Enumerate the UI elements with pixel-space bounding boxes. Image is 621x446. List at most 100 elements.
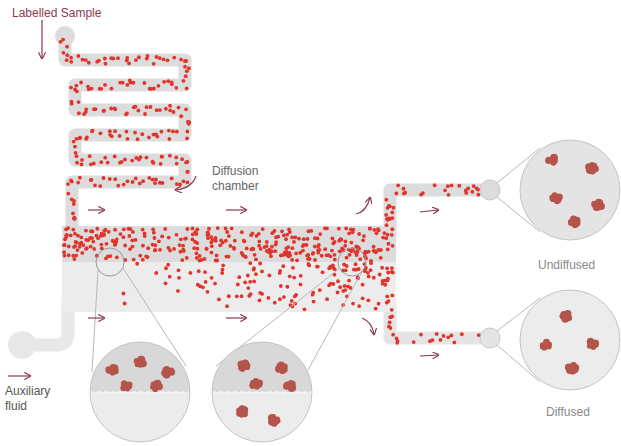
molecule xyxy=(549,192,562,204)
particle xyxy=(349,241,353,245)
particle xyxy=(388,320,392,324)
particle xyxy=(278,297,282,301)
particle xyxy=(131,245,135,249)
particle xyxy=(126,137,130,141)
particle xyxy=(167,129,171,133)
particle xyxy=(185,86,189,90)
particle xyxy=(203,270,207,274)
particle xyxy=(79,81,83,85)
particle xyxy=(284,253,288,257)
particle xyxy=(141,244,145,248)
particle xyxy=(183,65,187,69)
particle xyxy=(273,301,277,305)
particle xyxy=(235,294,239,298)
particle xyxy=(179,237,183,241)
particle xyxy=(158,108,162,112)
particle xyxy=(318,248,322,252)
particle xyxy=(367,275,371,279)
particle xyxy=(131,180,135,184)
particle xyxy=(125,83,129,87)
particle xyxy=(221,268,225,272)
particle xyxy=(206,230,210,234)
particle xyxy=(269,254,273,258)
particle xyxy=(134,105,138,109)
particle xyxy=(76,234,80,238)
particle xyxy=(245,247,249,251)
particle xyxy=(218,243,222,247)
particle xyxy=(345,256,349,260)
particle xyxy=(179,250,183,254)
particle xyxy=(71,211,75,215)
particle xyxy=(65,233,69,237)
particle xyxy=(214,259,218,263)
particle xyxy=(185,256,189,260)
particle xyxy=(185,170,189,174)
particle xyxy=(237,275,241,279)
particle xyxy=(191,227,195,231)
particle xyxy=(374,307,378,311)
particle xyxy=(386,271,390,275)
particle xyxy=(251,247,255,251)
particle xyxy=(151,160,155,164)
molecule xyxy=(585,162,599,174)
particle xyxy=(348,253,352,257)
particle xyxy=(162,57,166,61)
particle xyxy=(78,242,82,246)
particle xyxy=(103,156,107,160)
particle xyxy=(470,190,474,194)
particle xyxy=(185,69,189,73)
particle xyxy=(403,191,407,195)
particle xyxy=(386,233,390,237)
particle xyxy=(446,335,450,339)
particle xyxy=(233,239,237,243)
particle xyxy=(149,105,153,109)
particle xyxy=(464,191,468,195)
particle xyxy=(206,236,210,240)
molecule xyxy=(236,405,248,417)
particle xyxy=(333,240,337,244)
particle xyxy=(379,256,383,260)
particle xyxy=(260,292,264,296)
particle xyxy=(109,56,113,60)
particle xyxy=(168,154,172,158)
particle xyxy=(177,106,181,110)
particle xyxy=(182,79,186,83)
particle xyxy=(288,253,292,257)
particle xyxy=(119,232,123,236)
particle xyxy=(311,291,315,295)
particle xyxy=(347,279,351,283)
particle xyxy=(184,59,188,63)
particle xyxy=(327,283,331,287)
particle xyxy=(311,252,315,256)
particle xyxy=(365,250,369,254)
particle xyxy=(65,58,69,62)
particle xyxy=(118,134,122,138)
particle xyxy=(135,262,139,266)
particle xyxy=(146,246,150,250)
particle xyxy=(195,228,199,232)
particle xyxy=(118,81,122,85)
particle xyxy=(346,284,350,288)
particle xyxy=(395,341,399,345)
particle xyxy=(65,45,69,49)
particle xyxy=(288,274,292,278)
particle xyxy=(189,271,193,275)
particle xyxy=(317,243,321,247)
particle xyxy=(196,247,200,251)
particle xyxy=(152,231,156,235)
particle xyxy=(306,253,310,257)
particle xyxy=(257,244,261,248)
particle xyxy=(258,298,262,302)
particle xyxy=(152,62,156,66)
particle xyxy=(140,132,144,136)
particle xyxy=(74,151,78,155)
particle xyxy=(207,227,211,231)
particle xyxy=(387,204,391,208)
molecule xyxy=(591,199,605,211)
particle xyxy=(130,159,134,163)
particle xyxy=(274,243,278,247)
particle xyxy=(185,130,189,134)
particle xyxy=(321,270,325,274)
zoom-outline xyxy=(90,342,190,442)
particle xyxy=(224,239,228,243)
